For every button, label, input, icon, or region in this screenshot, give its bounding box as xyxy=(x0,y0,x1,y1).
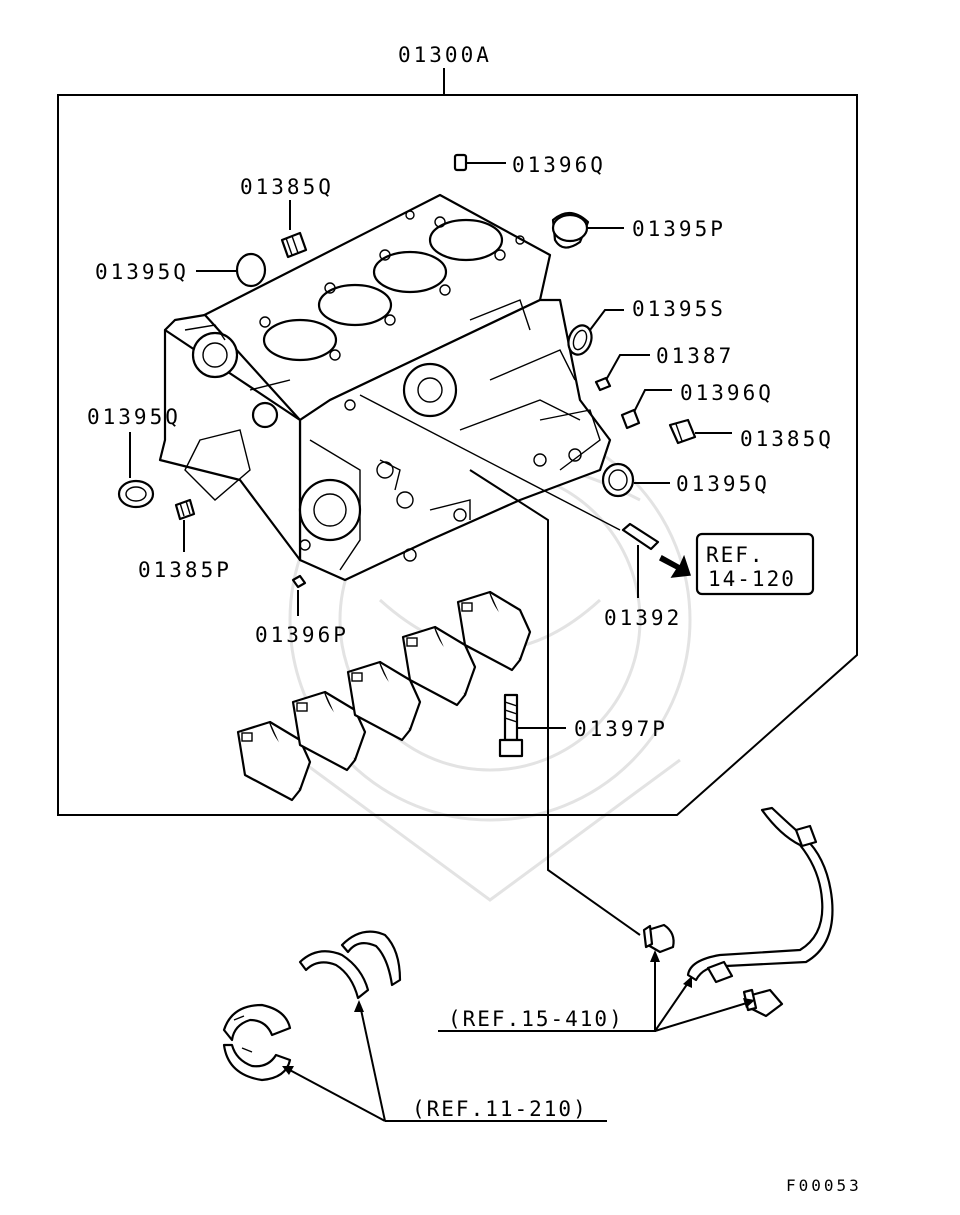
part-01395Q-left: 01395Q xyxy=(95,252,267,288)
svg-text:(REF.15-410): (REF.15-410) xyxy=(448,1007,624,1031)
part-01387: 01387 xyxy=(594,344,734,392)
svg-text:01396P: 01396P xyxy=(255,623,349,647)
assembly-frame xyxy=(57,94,858,816)
block-leader-down xyxy=(469,469,641,936)
part-01395Q-right: 01395Q xyxy=(601,462,770,498)
part-01397P: 01397P xyxy=(498,693,668,758)
svg-text:01385Q: 01385Q xyxy=(240,175,334,199)
figure-code: F00053 xyxy=(786,1176,862,1195)
svg-text:01395Q: 01395Q xyxy=(676,472,770,496)
svg-text:01385Q: 01385Q xyxy=(740,427,834,451)
svg-text:14-120: 14-120 xyxy=(708,567,796,591)
part-01385Q-right: 01385Q xyxy=(668,418,834,451)
cylinder-block xyxy=(158,193,612,582)
svg-text:01395S: 01395S xyxy=(632,297,726,321)
svg-text:REF.: REF. xyxy=(706,543,765,567)
svg-text:(REF.11-210): (REF.11-210) xyxy=(412,1097,588,1121)
part-01395P: 01395P xyxy=(551,211,726,249)
svg-text:01395Q: 01395Q xyxy=(87,405,181,429)
part-01396P: 01396P xyxy=(255,574,349,647)
ref-15-410-parts xyxy=(642,806,834,1018)
svg-text:01397P: 01397P xyxy=(574,717,668,741)
svg-text:01396Q: 01396Q xyxy=(512,153,606,177)
svg-text:01395P: 01395P xyxy=(632,217,726,241)
svg-text:01395Q: 01395Q xyxy=(95,260,189,284)
ref-11-210: (REF.11-210) xyxy=(282,1000,607,1122)
part-01396Q-right: 01396Q xyxy=(620,381,774,430)
ref-11-210-parts xyxy=(222,930,402,1082)
part-01385Q-left: 01385Q xyxy=(240,175,334,259)
part-01395Q-mid-left: 01395Q xyxy=(87,405,181,509)
main-bearing-caps xyxy=(236,590,532,802)
part-01392: 01392 xyxy=(359,394,682,630)
part-01385P: 01385P xyxy=(138,498,232,582)
svg-text:01392: 01392 xyxy=(604,606,682,630)
svg-text:01396Q: 01396Q xyxy=(680,381,774,405)
part-01396Q-top: 01396Q xyxy=(453,153,606,177)
svg-text:01385P: 01385P xyxy=(138,558,232,582)
part-01395S: 01395S xyxy=(567,297,726,356)
ref-14-120: REF. 14-120 xyxy=(659,532,815,596)
svg-text:01387: 01387 xyxy=(656,344,734,368)
ref-15-410: (REF.15-410) xyxy=(438,950,755,1032)
assembly-label: 01300A xyxy=(398,43,492,67)
